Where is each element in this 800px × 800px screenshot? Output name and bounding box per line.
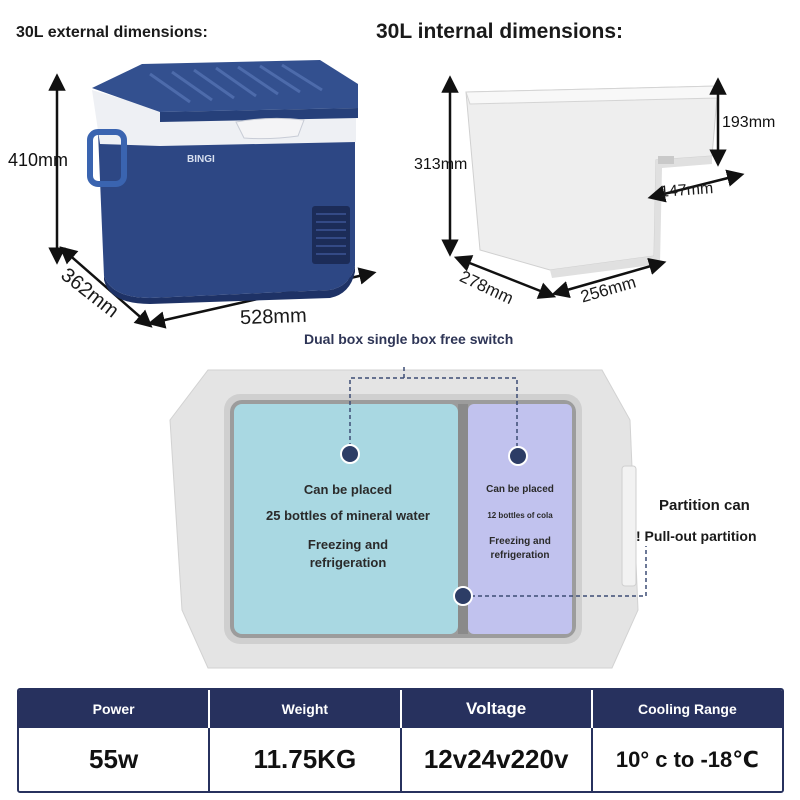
- specs-value-row: 55w 11.75KG 12v24v220v 10° c to -18℃: [19, 728, 782, 791]
- spec-value-cooling-range: 10° c to -18℃: [615, 746, 759, 772]
- brand-logo: BINGI: [187, 154, 215, 165]
- liner-illustration: [441, 75, 745, 299]
- cooler-illustration: [48, 60, 377, 329]
- spec-header-weight: Weight: [210, 690, 402, 728]
- partition-label-line1: Partition can: [659, 497, 750, 514]
- right-zone-line3: Freezing and: [489, 536, 551, 547]
- left-zone-line2: 25 bottles of mineral water: [266, 508, 430, 523]
- left-zone-line3: Freezing and: [307, 537, 389, 552]
- right-zone-line2: 12 bottles of cola: [487, 511, 553, 520]
- specs-table: Power Weight Voltage Cooling Range 55w 1…: [17, 688, 784, 793]
- internal-dimensions-title: 30L internal dimensions:: [376, 20, 624, 43]
- left-zone-line1: Can be placed: [303, 482, 393, 497]
- external-dimensions-title: 30L external dimensions:: [16, 24, 208, 41]
- spec-value-weight: 11.75KG: [210, 728, 402, 791]
- spec-header-voltage: Voltage: [402, 690, 593, 728]
- compartment-top-view: [169, 364, 647, 669]
- partition-label-line2: ! Pull-out partition: [636, 528, 757, 544]
- specs-header-row: Power Weight Voltage Cooling Range: [19, 690, 782, 728]
- external-height-label: 410mm: [8, 150, 69, 170]
- external-width-label: 528mm: [239, 304, 308, 330]
- spec-header-power: Power: [19, 690, 211, 728]
- spec-value-voltage: 12v24v220v: [402, 728, 593, 791]
- layout-title: Dual box single box free switch: [304, 331, 514, 347]
- internal-step-height-label: 193mm: [722, 114, 776, 131]
- left-zone-line4: refrigeration: [309, 555, 387, 570]
- right-zone-line4: refrigeration: [490, 550, 550, 561]
- internal-step-depth-label: 147mm: [659, 180, 714, 201]
- internal-height-label: 313mm: [414, 156, 468, 173]
- spec-header-cooling-range: Cooling Range: [637, 701, 737, 717]
- spec-value-power: 55w: [19, 728, 211, 791]
- right-zone-line1: Can be placed: [486, 484, 554, 495]
